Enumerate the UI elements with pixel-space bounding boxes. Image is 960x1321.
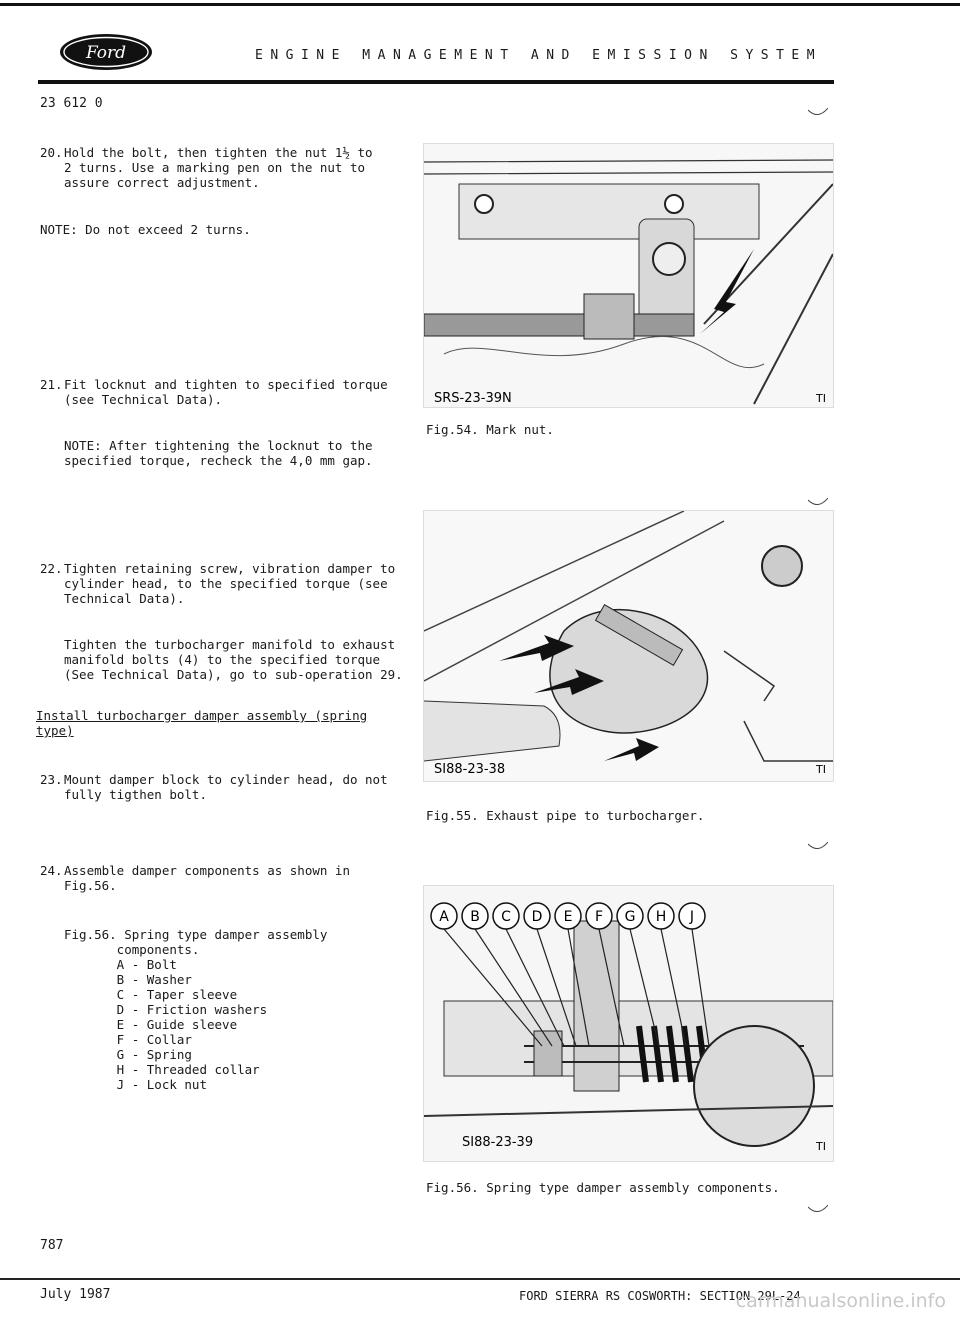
footer-publication: FORD SIERRA RS COSWORTH: SECTION 29L-24 — [519, 1289, 801, 1303]
note-text: NOTE: After tightening the locknut to th… — [64, 438, 373, 468]
callout-label: B — [470, 909, 480, 925]
callout-label: H — [656, 909, 667, 925]
callout-line — [629, 928, 660, 1047]
step-20-number: 20. — [40, 145, 63, 160]
page-number: 787 — [40, 1238, 64, 1253]
top-rule — [0, 3, 960, 6]
watermark: carmanualsonline.info — [735, 1290, 946, 1312]
component-legend: Fig.56. Spring type damper assembly comp… — [64, 927, 328, 1092]
figure-54-code: SRS-23-39N — [434, 391, 512, 406]
callout-line — [443, 928, 543, 1047]
ford-logo: Ford — [58, 32, 154, 72]
figure-55-corner-mark: TI — [815, 763, 826, 776]
step-22-number: 22. — [40, 561, 63, 576]
step-21-number: 21. — [40, 377, 63, 392]
figure-56-corner-mark: TI — [815, 1140, 826, 1153]
step-24-number: 24. — [40, 863, 63, 878]
figure-56-code: SI88-23-39 — [462, 1135, 533, 1150]
margin-mark — [808, 1205, 828, 1212]
figure-54-caption: Fig.54. Mark nut. — [426, 422, 554, 437]
callout-line — [536, 928, 577, 1047]
footer-rule — [0, 1278, 960, 1280]
footer-date: July 1987 — [40, 1287, 111, 1302]
callout-label: J — [689, 909, 694, 925]
margin-mark — [808, 108, 828, 115]
margin-mark — [808, 498, 828, 505]
step-22-detail: Tighten the turbocharger manifold to exh… — [64, 637, 403, 682]
callout-circle — [616, 902, 644, 930]
callout-line — [567, 928, 590, 1047]
callout-label: D — [532, 909, 543, 925]
callout-line — [691, 928, 710, 1047]
figure-54-corner-mark: TI — [815, 392, 826, 405]
brand-text: Ford — [85, 43, 126, 63]
callout-label: G — [625, 909, 636, 925]
step-24-text: Assemble damper components as shown in F… — [64, 863, 350, 893]
figure-55-caption: Fig.55. Exhaust pipe to turbocharger. — [426, 808, 705, 823]
step-20-text: Hold the bolt, then tighten the nut 1½ t… — [64, 145, 373, 190]
callout-label: C — [501, 909, 511, 925]
callout-circle — [647, 902, 675, 930]
header-rule — [38, 80, 834, 84]
callout-line — [505, 928, 565, 1047]
callout-label: E — [564, 909, 573, 925]
step-23-text: Mount damper block to cylinder head, do … — [64, 772, 388, 802]
callout-circle — [585, 902, 613, 930]
callout-line — [474, 928, 553, 1047]
section-heading: Install turbocharger damper assembly (sp… — [36, 708, 368, 738]
figure-56-damper-components: SI88-23-39 TI A B C D E F G H J — [423, 885, 834, 1162]
step-22-text: Tighten retaining screw, vibration dampe… — [64, 561, 396, 606]
callout-circle — [678, 902, 706, 930]
callout-line — [598, 928, 625, 1047]
callout-circle — [430, 902, 458, 930]
document-number: 23 612 0 — [40, 96, 103, 111]
step-23-number: 23. — [40, 772, 63, 787]
figure-55-code: SI88-23-38 — [434, 762, 505, 777]
margin-mark — [808, 842, 828, 849]
callout-label: A — [439, 909, 449, 925]
figure-56-caption: Fig.56. Spring type damper assembly comp… — [426, 1180, 780, 1195]
callout-label: F — [595, 909, 603, 925]
callout-line — [660, 928, 687, 1047]
figure-54-mark-nut: SRS-23-39N TI — [423, 143, 834, 408]
callout-circle — [523, 902, 551, 930]
callout-circle — [461, 902, 489, 930]
callout-circle — [492, 902, 520, 930]
callout-circle — [554, 902, 582, 930]
note-text: NOTE: Do not exceed 2 turns. — [40, 222, 251, 237]
page-header-title: ENGINE MANAGEMENT AND EMISSION SYSTEM — [255, 48, 823, 63]
figure-55-exhaust-pipe: SI88-23-38 TI — [423, 510, 834, 782]
step-21-text: Fit locknut and tighten to specified tor… — [64, 377, 388, 407]
